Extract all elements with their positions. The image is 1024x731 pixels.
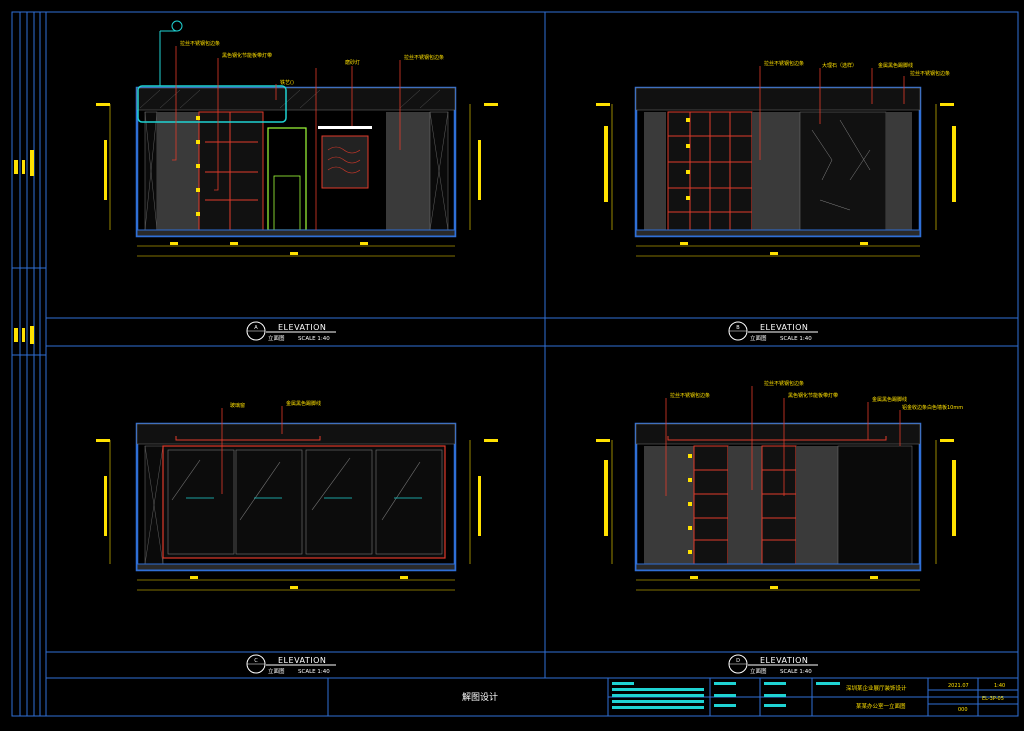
annotation: 拉丝不锈钢包边条 <box>180 40 220 47</box>
view-scale: SCALE 1:40 <box>780 669 812 675</box>
annotation: 铁艺() <box>280 79 294 86</box>
annotation: 磨砂灯 <box>345 59 360 66</box>
view-scale: SCALE 1:40 <box>780 336 812 342</box>
view-title: ELEVATION <box>278 323 326 332</box>
view-id: A <box>254 325 258 331</box>
annotation: 金属黑色踢脚线 <box>872 396 907 403</box>
annotation: 拉丝不锈钢包边条 <box>764 60 804 67</box>
sheet-date: 2021.07 <box>948 683 969 689</box>
annotation: 金属黑色踢脚线 <box>286 400 321 407</box>
annotation: 大理石（选样） <box>822 62 857 69</box>
view-subtitle: 立面图 <box>750 334 767 342</box>
view-subtitle: 立面图 <box>268 667 285 675</box>
view-label-a: A ELEVATION 立面图 SCALE 1:40 <box>246 321 336 342</box>
view-id: B <box>736 325 740 331</box>
view-subtitle: 立面图 <box>268 334 285 342</box>
sheet-name: 某某办公室一立面图 <box>856 702 906 710</box>
elevation-c: 玻璃窗 金属黑色踢脚线 <box>96 400 498 591</box>
sheet-frame <box>11 11 1019 717</box>
view-label-d: D ELEVATION 立面图 SCALE 1:40 <box>728 654 818 675</box>
elevation-b: 拉丝不锈钢包边条 大理石（选样） 金属黑色踢脚线 拉丝不锈钢包边条 <box>596 60 956 257</box>
annotation: 拉丝不锈钢包边条 <box>764 380 804 387</box>
view-label-b: B ELEVATION 立面图 SCALE 1:40 <box>728 321 818 342</box>
title-block-label: 解图设计 <box>462 691 498 703</box>
annotation: 拉丝不锈钢包边条 <box>910 70 950 77</box>
annotation: 拉丝不锈钢包边条 <box>670 392 710 399</box>
elevation-a: 拉丝不锈钢包边条 黑色钢化节能板带灯带 磨砂灯 铁艺() 拉丝不锈钢包边条 <box>96 20 498 257</box>
view-title: ELEVATION <box>760 323 808 332</box>
title-block: 解图设计 深圳某企业展厅装饰设计 某某办公室一立面图 2021.07 1:40 … <box>327 678 1018 716</box>
annotation: 黑色钢化节能板带灯带 <box>222 52 272 59</box>
page-number: 000 <box>958 707 968 713</box>
detail-callout <box>137 85 287 123</box>
annotation: 玻璃窗 <box>230 402 245 409</box>
project-name: 深圳某企业展厅装饰设计 <box>846 684 907 692</box>
annotation: 黑色钢化节能板带灯带 <box>788 392 838 399</box>
elevation-d: 拉丝不锈钢包边条 拉丝不锈钢包边条 黑色钢化节能板带灯带 金属黑色踢脚线 铝金收… <box>596 380 963 591</box>
sheet-scale: 1:40 <box>994 683 1005 689</box>
drawing-number: EL-3P-05 <box>982 696 1004 702</box>
view-id: D <box>736 658 740 664</box>
annotation: 拉丝不锈钢包边条 <box>404 54 444 61</box>
side-strip <box>14 150 34 344</box>
view-scale: SCALE 1:40 <box>298 336 330 342</box>
view-id: C <box>254 658 258 664</box>
view-subtitle: 立面图 <box>750 667 767 675</box>
annotation: 铝金收边条白色墙板10mm <box>902 404 963 411</box>
view-title: ELEVATION <box>278 656 326 665</box>
annotation: 金属黑色踢脚线 <box>878 62 913 69</box>
view-title: ELEVATION <box>760 656 808 665</box>
view-scale: SCALE 1:40 <box>298 669 330 675</box>
view-label-c: C ELEVATION 立面图 SCALE 1:40 <box>246 654 336 675</box>
